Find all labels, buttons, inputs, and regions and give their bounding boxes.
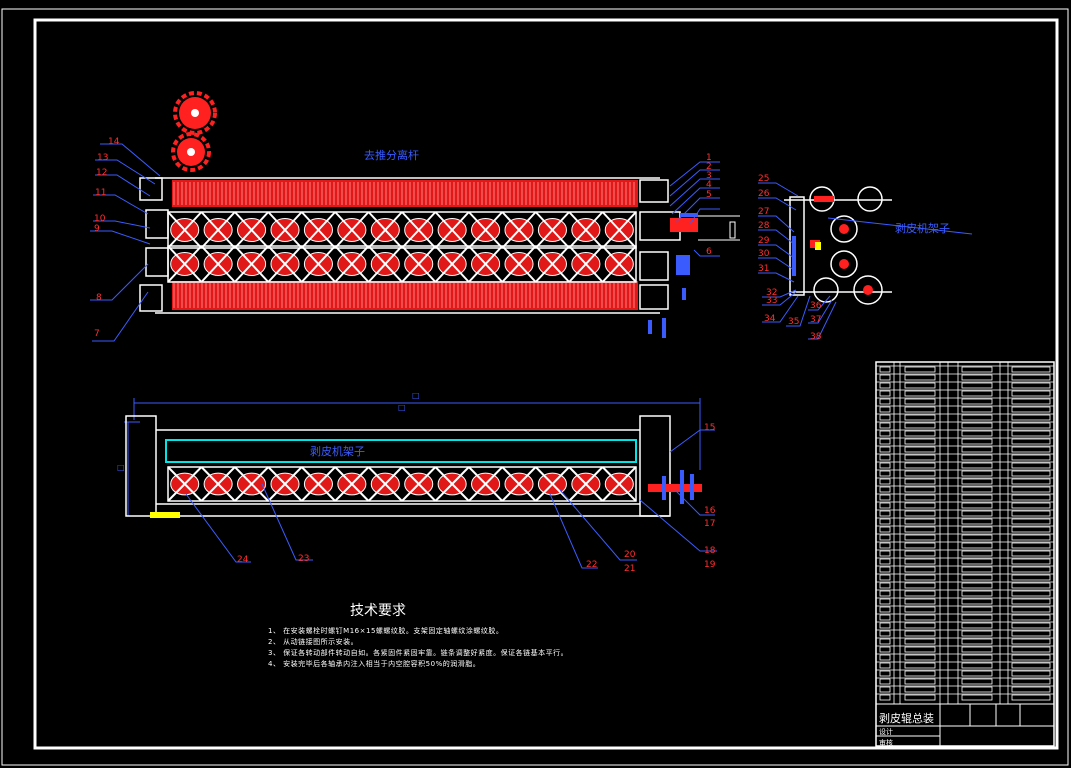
part-number-9: 9 bbox=[94, 224, 100, 234]
part-number-21: 21 bbox=[624, 564, 635, 574]
requirement-item-4: 4、 安装完毕后各轴承内注入相当于内空腔容积50%的润滑脂。 bbox=[268, 660, 481, 668]
part-number-34: 34 bbox=[764, 314, 776, 324]
part-number-36: 36 bbox=[810, 301, 822, 311]
requirement-item-1: 1、 在安装螺栓时螺钉M16×15螺螺纹胶。支架固定轴螺纹涂螺纹胶。 bbox=[268, 627, 504, 635]
part-number-29: 29 bbox=[758, 236, 770, 246]
part-number-33: 33 bbox=[766, 296, 777, 306]
part-number-4: 4 bbox=[706, 180, 712, 190]
part-number-16: 16 bbox=[704, 506, 716, 516]
requirement-item-3: 3、 保证各转动部件转动自如。各紧固件紧固牢靠。链条调整好紧度。保证各链基本平行… bbox=[268, 649, 569, 657]
part-number-1: 1 bbox=[706, 153, 712, 163]
title-block: 剥皮辊总装 设计 审核 bbox=[875, 361, 1055, 747]
part-number-5: 5 bbox=[706, 190, 712, 200]
svg-text:□: □ bbox=[412, 391, 420, 400]
part-number-13: 13 bbox=[97, 153, 108, 163]
part-number-14: 14 bbox=[108, 137, 120, 147]
design-label: 设计 bbox=[879, 727, 893, 736]
part-number-2: 2 bbox=[706, 162, 712, 172]
part-number-3: 3 bbox=[706, 171, 712, 181]
part-number-30: 30 bbox=[758, 249, 770, 259]
part-number-32: 32 bbox=[766, 288, 777, 298]
outer-frame bbox=[1, 8, 1069, 766]
part-number-38: 38 bbox=[810, 332, 822, 342]
part-number-31: 31 bbox=[758, 264, 769, 274]
top-view-title: 去推分离杆 bbox=[364, 148, 419, 162]
part-number-23: 23 bbox=[298, 554, 309, 564]
part-number-27: 27 bbox=[758, 207, 769, 217]
part-number-12: 12 bbox=[96, 168, 107, 178]
inner-frame bbox=[33, 18, 1059, 750]
part-number-15: 15 bbox=[704, 423, 715, 433]
part-number-19: 19 bbox=[704, 560, 716, 570]
part-number-17: 17 bbox=[704, 519, 715, 529]
cover-bar bbox=[165, 439, 637, 463]
spiral-roller-b bbox=[167, 245, 637, 283]
sprocket-upper bbox=[173, 91, 217, 135]
svg-text:□: □ bbox=[398, 403, 406, 412]
spiral-roller-front bbox=[167, 466, 637, 502]
part-number-25: 25 bbox=[758, 174, 769, 184]
top-view: 去推分离杆 bbox=[90, 91, 740, 342]
part-number-24: 24 bbox=[237, 555, 249, 565]
front-view: □ □ □ 剥皮机架子 15 16 17 18 19 20 21 22 23 24 bbox=[117, 391, 717, 574]
front-view-label: 剥皮机架子 bbox=[310, 444, 365, 458]
svg-text:□: □ bbox=[117, 463, 125, 472]
part-number-8: 8 bbox=[96, 293, 102, 303]
requirement-item-2: 2、 从动链接图所示安装。 bbox=[268, 638, 359, 646]
part-number-6: 6 bbox=[706, 247, 712, 257]
part-number-20: 20 bbox=[624, 550, 636, 560]
part-number-10: 10 bbox=[94, 214, 106, 224]
drawing-title: 剥皮辊总装 bbox=[879, 711, 934, 725]
sprocket-lower bbox=[171, 132, 211, 172]
part-number-7: 7 bbox=[94, 329, 100, 339]
spiral-roller-a bbox=[167, 211, 637, 249]
part-number-37: 37 bbox=[810, 315, 821, 325]
part-number-28: 28 bbox=[758, 221, 770, 231]
side-view-label: 剥皮机架子 bbox=[895, 221, 950, 235]
part-number-35: 35 bbox=[788, 317, 799, 327]
part-number-18: 18 bbox=[704, 546, 716, 556]
tech-requirements-heading: 技术要求 bbox=[350, 603, 406, 619]
part-number-26: 26 bbox=[758, 189, 770, 199]
review-label: 审核 bbox=[879, 738, 893, 747]
part-number-11: 11 bbox=[95, 188, 106, 198]
part-number-22: 22 bbox=[586, 560, 597, 570]
